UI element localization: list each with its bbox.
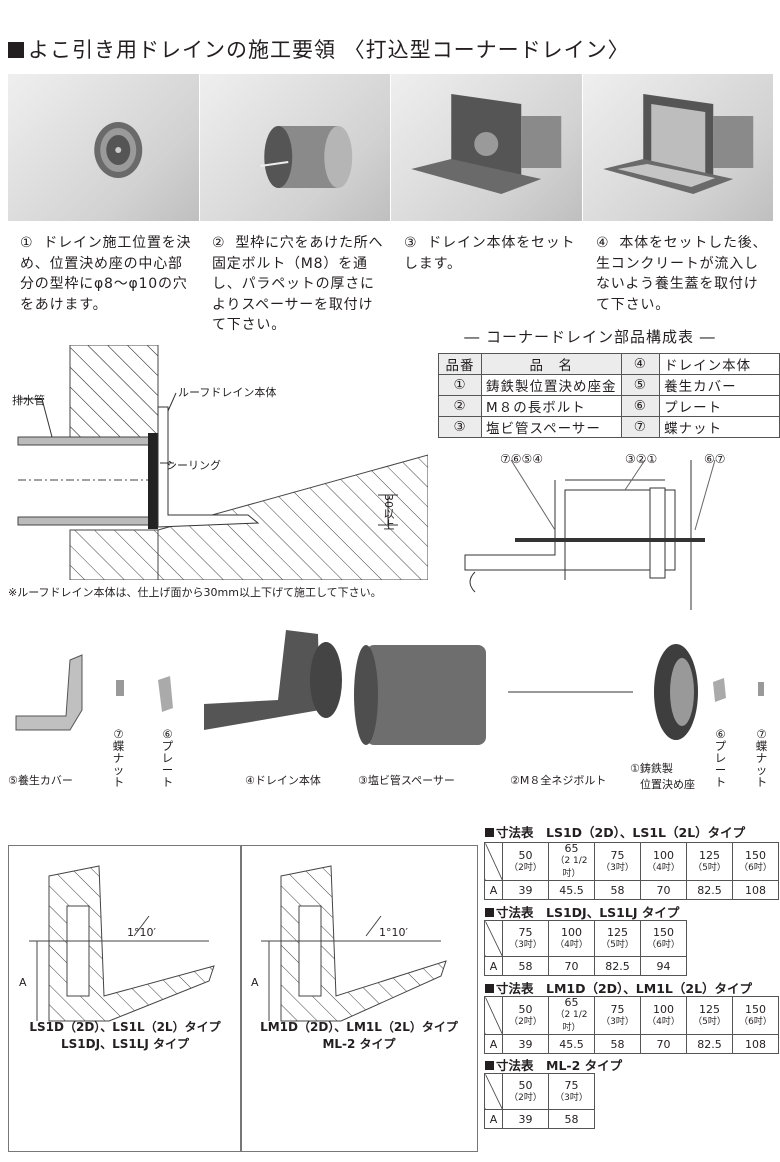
part-label-cover: ⑤養生カバー xyxy=(8,774,73,787)
part-label-bolt: ②M８全ネジボルト xyxy=(510,774,607,787)
dim-30-label: 30以上 xyxy=(382,494,395,530)
page-title: よこ引き用ドレインの施工要領 〈打込型コーナードレイン〉 xyxy=(8,34,630,64)
install-note: ※ルーフドレイン本体は、仕上げ面から30mm以上下げて施工して下さい。 xyxy=(8,586,382,599)
detail-caption-ls: LS1D（2D）、LS1L（2L）タイプ LS1DJ、LS1LJ タイプ xyxy=(29,1020,221,1051)
exploded-parts xyxy=(15,630,764,745)
section-diagram xyxy=(17,345,428,580)
roof-drain-body-label: ルーフドレイン本体 xyxy=(178,386,277,399)
part-name: プレート xyxy=(659,395,780,417)
header-name: 品 名 xyxy=(481,353,622,375)
angle-label: 1°10′ xyxy=(127,926,156,939)
dim-table-3: 50（2吋） 65（2 1/2吋） 75（3吋） 100（4吋） 125（5吋）… xyxy=(484,996,779,1054)
parts-table: 品番 品 名 ④ ドレイン本体 ① 鋳鉄製位置決め座金 ⑤ 養生カバー ② M８… xyxy=(437,353,780,438)
drain-pipe-label: 排水管 xyxy=(12,394,45,407)
assembly-callout-right: ⑥⑦ xyxy=(704,452,726,466)
angle-label: 1°10′ xyxy=(379,926,408,939)
dim-a-label: A xyxy=(19,976,27,989)
detail-caption-lm: LM1D（2D）、LM1L（2L）タイプ ML-2 タイプ xyxy=(260,1020,458,1051)
header-no: 品番 xyxy=(437,353,483,375)
assembly-diagram xyxy=(464,460,716,610)
table-row: ③ 塩ビ管スペーサー ⑦ 蝶ナット xyxy=(437,416,780,438)
part-name: 蝶ナット xyxy=(659,416,780,438)
parts-table-title: ― コーナードレイン部品構成表 ― xyxy=(464,328,716,346)
header-name-right: ドレイン本体 xyxy=(659,353,780,375)
part-name: 養生カバー xyxy=(659,374,780,396)
part-no: ① xyxy=(437,374,483,396)
detail-drawing-ls xyxy=(29,865,215,1022)
table-row: ② M８の長ボルト ⑥ プレート xyxy=(437,395,780,417)
part-label-spacer: ③塩ビ管スペーサー xyxy=(358,774,455,787)
dim-table-1: 50（2吋） 65（2 1/2吋） 75（3吋） 100（4吋） 125（5吋）… xyxy=(484,842,779,900)
dim-table-3-title: 寸法表 LM1D（2D）、LM1L（2L）タイプ xyxy=(485,978,752,997)
photo-row xyxy=(8,74,774,221)
part-name: M８の長ボルト xyxy=(481,395,622,417)
part-no: ⑥ xyxy=(620,395,661,417)
table-row: ① 鋳鉄製位置決め座金 ⑤ 養生カバー xyxy=(437,374,780,396)
part-no: ③ xyxy=(437,416,483,438)
step-4-photo xyxy=(582,74,774,221)
part-name: 塩ビ管スペーサー xyxy=(481,416,622,438)
part-no: ⑤ xyxy=(620,374,661,396)
table-row: 75（3吋） 100（4吋） 125（5吋） 150（6吋） xyxy=(484,920,687,957)
assembly-callout-mid: ③②① xyxy=(625,452,658,466)
part-label-seat: ①鋳鉄製位置決め座 xyxy=(630,762,695,791)
title-square-icon xyxy=(8,42,24,58)
step-3-photo xyxy=(391,74,583,221)
table-row: 50（2吋） 75（3吋） xyxy=(484,1073,595,1110)
table-row: 品番 品 名 ④ ドレイン本体 xyxy=(437,353,780,375)
step-2-photo xyxy=(199,74,391,221)
dim-table-1-title: 寸法表 LS1D（2D）、LS1L（2L）タイプ xyxy=(485,822,745,841)
table-row: 50（2吋） 65（2 1/2吋） 75（3吋） 100（4吋） 125（5吋）… xyxy=(484,842,779,881)
sealing-label: シーリング xyxy=(166,459,221,472)
part-label-body: ④ドレイン本体 xyxy=(245,774,321,787)
step-1-photo xyxy=(8,74,200,221)
part-name: 鋳鉄製位置決め座金 xyxy=(481,374,622,396)
detail-box-ls: 1°10′ A LS1D（2D）、LS1L（2L）タイプ LS1DJ、LS1LJ… xyxy=(8,845,242,1152)
assembly-callout-left: ⑦⑥⑤④ xyxy=(500,452,544,466)
header-no-right: ④ xyxy=(620,353,661,375)
detail-box-lm: 1°10′ A LM1D（2D）、LM1L（2L）タイプ ML-2 タイプ xyxy=(240,845,478,1152)
dim-table-4-title: 寸法表 ML-2 タイプ xyxy=(485,1055,622,1074)
table-row: 50（2吋） 65（2 1/2吋） 75（3吋） 100（4吋） 125（5吋）… xyxy=(484,996,779,1035)
dim-a-label: A xyxy=(251,976,259,989)
part-no: ② xyxy=(437,395,483,417)
part-no: ⑦ xyxy=(620,416,661,438)
detail-drawing-lm xyxy=(261,865,447,1022)
dim-table-2-title: 寸法表 LS1DJ、LS1LJ タイプ xyxy=(485,902,679,921)
